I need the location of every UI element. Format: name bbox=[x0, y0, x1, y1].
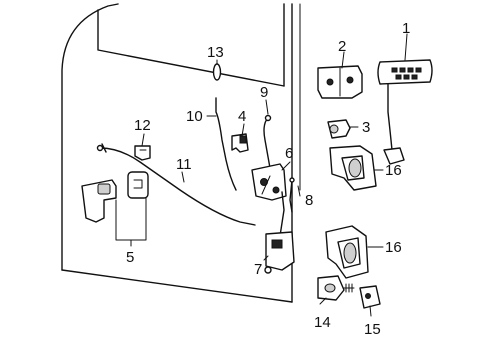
part-16-upper-hinge bbox=[329, 145, 377, 191]
part-15-fitting bbox=[359, 285, 381, 309]
callout-1: 1 bbox=[402, 20, 410, 37]
door-outline bbox=[61, 3, 301, 303]
callout-9: 9 bbox=[260, 84, 268, 101]
leader-lines bbox=[115, 33, 408, 317]
part-16-lower-hinge bbox=[325, 225, 369, 279]
callout-14: 14 bbox=[314, 314, 331, 331]
part-1-outer-handle bbox=[377, 59, 433, 165]
callout-8: 8 bbox=[305, 192, 313, 209]
part-11-cable bbox=[96, 143, 256, 226]
part-2-bracket bbox=[317, 65, 363, 99]
callout-10: 10 bbox=[186, 108, 203, 125]
callout-11: 11 bbox=[176, 156, 192, 173]
callout-16-lower: 16 bbox=[385, 239, 402, 256]
callout-13: 13 bbox=[207, 44, 224, 61]
callout-6: 6 bbox=[285, 145, 293, 162]
callout-labels: 1 2 3 4 5 6 7 8 9 10 11 12 13 14 15 16 1… bbox=[126, 20, 410, 338]
part-10-rod bbox=[215, 97, 237, 191]
part-5-handle bbox=[81, 171, 149, 223]
callout-3: 3 bbox=[362, 119, 370, 136]
callout-16-upper: 16 bbox=[385, 162, 402, 179]
callout-5: 5 bbox=[126, 249, 134, 266]
callout-4: 4 bbox=[238, 108, 246, 125]
part-14-striker bbox=[317, 275, 355, 301]
part-9-rod bbox=[263, 114, 272, 169]
part-4-clip bbox=[231, 133, 249, 153]
callout-12: 12 bbox=[134, 117, 151, 134]
part-6-latch bbox=[251, 163, 287, 201]
part-3-cylinder bbox=[327, 119, 351, 139]
part-12-clip bbox=[134, 145, 151, 161]
callout-7: 7 bbox=[254, 261, 262, 278]
callout-2: 2 bbox=[338, 38, 346, 55]
part-7-actuator bbox=[264, 191, 295, 274]
part-8-rod bbox=[289, 177, 295, 213]
callout-15: 15 bbox=[364, 321, 381, 338]
part-13-plug bbox=[212, 63, 222, 81]
